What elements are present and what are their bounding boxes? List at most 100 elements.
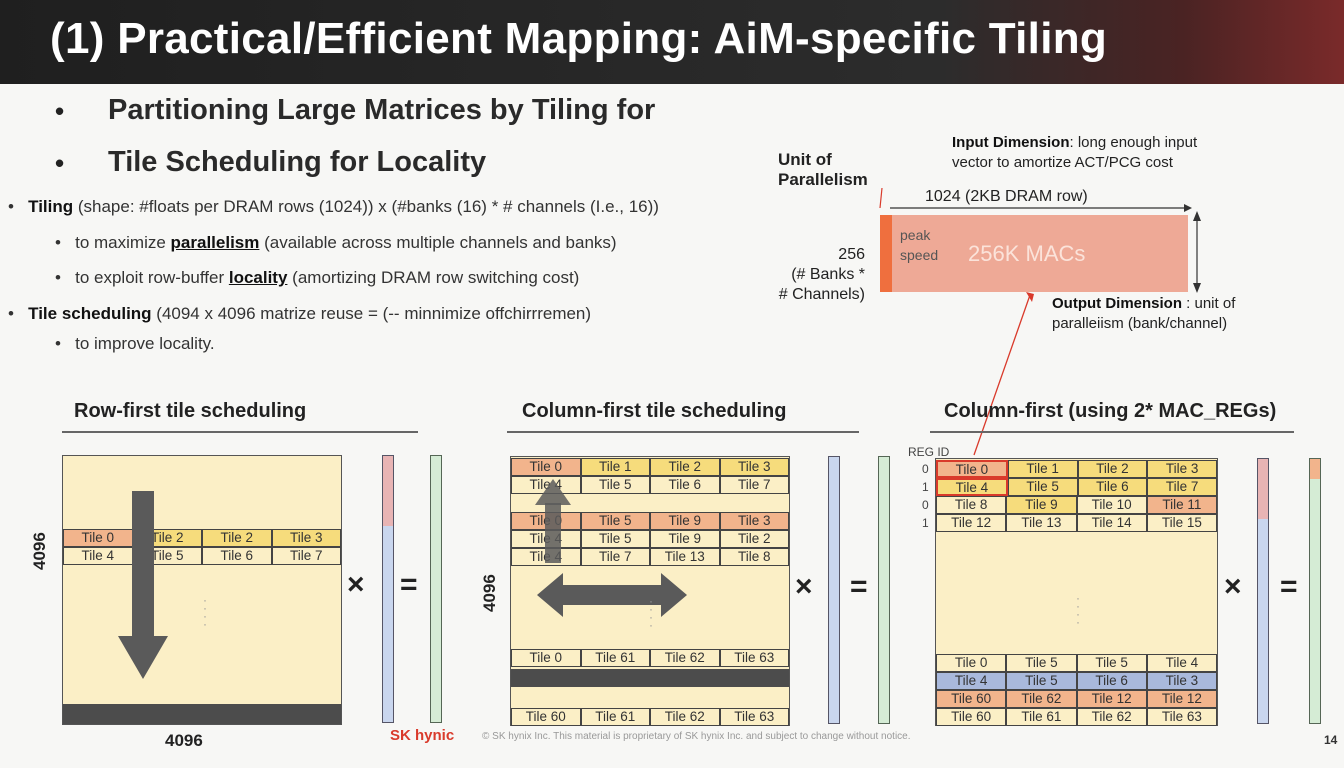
tile-cell: Tile 0 xyxy=(936,654,1007,672)
tile-cell: Tile 61 xyxy=(580,649,650,667)
matrix-col-first: Tile 0 Tile 1 Tile 2 Tile 3 Tile 4 Tile … xyxy=(510,456,790,726)
input-vector xyxy=(1257,458,1269,724)
tile-row: Tile 12 Tile 13 Tile 14 Tile 15 xyxy=(936,514,1217,532)
ellipsis: ···· xyxy=(203,593,207,631)
tile-cell: Tile 60 xyxy=(936,690,1007,708)
tile-cell: Tile 0 xyxy=(511,649,581,667)
multiply-sign: × xyxy=(347,568,365,601)
input-vector xyxy=(382,455,394,723)
panel-rule xyxy=(62,431,418,433)
tile-cell: Tile 6 xyxy=(1077,478,1148,496)
tiling-line: • Tiling (shape: #floats per DRAM rows (… xyxy=(8,197,659,216)
output-vector xyxy=(878,456,890,724)
reg-id: 1 xyxy=(922,516,929,530)
equals-sign: = xyxy=(1280,570,1298,603)
bottom-dim-label: 4096 xyxy=(165,731,203,750)
tile-cell: Tile 2 xyxy=(650,458,720,476)
tile-cell: Tile 63 xyxy=(719,649,789,667)
tile-cell: Tile 0 xyxy=(63,529,133,547)
tile-cell: Tile 60 xyxy=(511,708,581,726)
tile-cell: Tile 5 xyxy=(1006,672,1077,690)
scheduling-bold: Tile scheduling xyxy=(28,304,152,323)
down-arrow-icon xyxy=(118,491,168,679)
tile-cell: Tile 12 xyxy=(1146,690,1217,708)
tile-cell: Tile 5 xyxy=(580,530,650,548)
multiply-sign: × xyxy=(795,570,813,603)
input-dimension-note: Input Dimension: long enough input vecto… xyxy=(952,133,1197,173)
tile-row: Tile 4 Tile 5 Tile 6 Tile 3 xyxy=(936,672,1217,690)
panel-rule xyxy=(930,431,1294,433)
unit-of-parallelism-label: Unit of Parallelism xyxy=(778,150,868,189)
tile-cell: Tile 0 xyxy=(511,458,581,476)
tile-cell: Tile 13 xyxy=(650,548,720,566)
dark-row-bar xyxy=(511,669,789,687)
tiling-sub1-post: (available across multiple channels and … xyxy=(259,233,617,252)
tile-cell: Tile 62 xyxy=(650,708,720,726)
tile-cell: Tile 60 xyxy=(936,708,1007,726)
footer-text: © SK hynix Inc. This material is proprie… xyxy=(482,731,911,742)
reg-id-column: 0 1 0 1 xyxy=(922,460,929,532)
bullet-dot: • xyxy=(55,96,65,126)
output-dimension-note: Output Dimension : unit of paralleiism (… xyxy=(1052,294,1235,334)
tile-cell: Tile 2 xyxy=(202,529,272,547)
input-vector xyxy=(828,456,840,724)
tile-cell: Tile 5 xyxy=(1006,654,1077,672)
tile-cell: Tile 5 xyxy=(1007,478,1078,496)
link-arrow xyxy=(973,292,1034,456)
tile-cell: Tile 5 xyxy=(1076,654,1147,672)
output-dimension-bold: Output Dimension xyxy=(1052,295,1182,312)
tile-row: Tile 4 Tile 5 Tile 6 Tile 7 xyxy=(63,547,341,565)
ellipsis: ···· xyxy=(1076,591,1080,629)
tiling-sub1-pre: to maximize xyxy=(75,233,171,252)
tiling-bold: Tiling xyxy=(28,197,74,216)
tile-row: Tile 0 Tile 61 Tile 62 Tile 63 xyxy=(511,649,789,667)
multiply-sign: × xyxy=(1224,570,1242,603)
tiling-sub2-pre: to exploit row-buffer xyxy=(75,268,229,287)
matrix-col-first-reg: Tile 0 Tile 1 Tile 2 Tile 3 Tile 4 Tile … xyxy=(935,458,1218,726)
matrix-row-first: Tile 0 Tile 2 Tile 2 Tile 3 Tile 4 Tile … xyxy=(62,455,342,725)
tile-cell: Tile 3 xyxy=(271,529,341,547)
left-dim-label: 4096 xyxy=(480,574,499,612)
scheduling-line: • Tile scheduling (4094 x 4096 matrize r… xyxy=(8,304,592,323)
tile-cell: Tile 3 xyxy=(719,458,789,476)
tile-row: Tile 0 Tile 1 Tile 2 Tile 3 xyxy=(511,458,789,476)
tile-cell: Tile 1 xyxy=(580,458,650,476)
tile-cell: Tile 63 xyxy=(719,708,789,726)
input-dimension-bold: Input Dimension xyxy=(952,134,1070,151)
tile-cell: Tile 0 xyxy=(936,460,1008,478)
panel-rule xyxy=(507,431,859,433)
tile-cell: Tile 4 xyxy=(936,478,1008,496)
slide-title: (1) Practical/Efficient Mapping: AiM-spe… xyxy=(50,14,1108,63)
tile-cell: Tile 3 xyxy=(719,512,789,530)
output-vector xyxy=(1309,458,1321,724)
tile-cell: Tile 14 xyxy=(1076,514,1147,532)
tile-row: Tile 60 Tile 61 Tile 62 Tile 63 xyxy=(511,708,789,726)
tile-row: Tile 0 Tile 5 Tile 5 Tile 4 xyxy=(936,654,1217,672)
horizontal-arrow-icon xyxy=(537,573,687,617)
mac-arrows xyxy=(879,187,1201,293)
peak-speed-label: peak speed xyxy=(900,227,939,263)
height-label: 256 (# Banks * # Channels) xyxy=(778,246,865,303)
tiling-rest: (shape: #floats per DRAM rows (1024)) x … xyxy=(73,197,659,216)
tile-cell: Tile 62 xyxy=(1006,690,1077,708)
panel-title-row-first: Row-first tile scheduling xyxy=(74,400,307,422)
title-bar xyxy=(0,0,1344,84)
tile-cell: Tile 2 xyxy=(719,530,789,548)
tile-cell: Tile 12 xyxy=(936,514,1007,532)
scheduling-sub-1: • to improve locality. xyxy=(55,334,215,353)
tile-cell: Tile 62 xyxy=(650,649,720,667)
ellipsis: ···· xyxy=(649,594,653,632)
tile-cell: Tile 61 xyxy=(1006,708,1077,726)
reg-id: 0 xyxy=(922,462,929,476)
tile-cell: Tile 2 xyxy=(1077,460,1148,478)
tiling-sub-2: • to exploit row-buffer locality (amorti… xyxy=(55,268,580,287)
reg-id: 0 xyxy=(922,498,929,512)
tile-cell: Tile 63 xyxy=(1146,708,1217,726)
tile-cell: Tile 5 xyxy=(580,476,650,494)
output-vector xyxy=(430,455,442,723)
tile-cell: Tile 5 xyxy=(580,512,650,530)
tile-row: Tile 60 Tile 61 Tile 62 Tile 63 xyxy=(936,708,1217,726)
tile-row: Tile 0 Tile 1 Tile 2 Tile 3 xyxy=(936,460,1217,478)
scheduling-sub1: to improve locality. xyxy=(75,334,215,353)
panel-title-col-first-reg: Column-first (using 2* MAC_REGs) xyxy=(944,400,1277,422)
